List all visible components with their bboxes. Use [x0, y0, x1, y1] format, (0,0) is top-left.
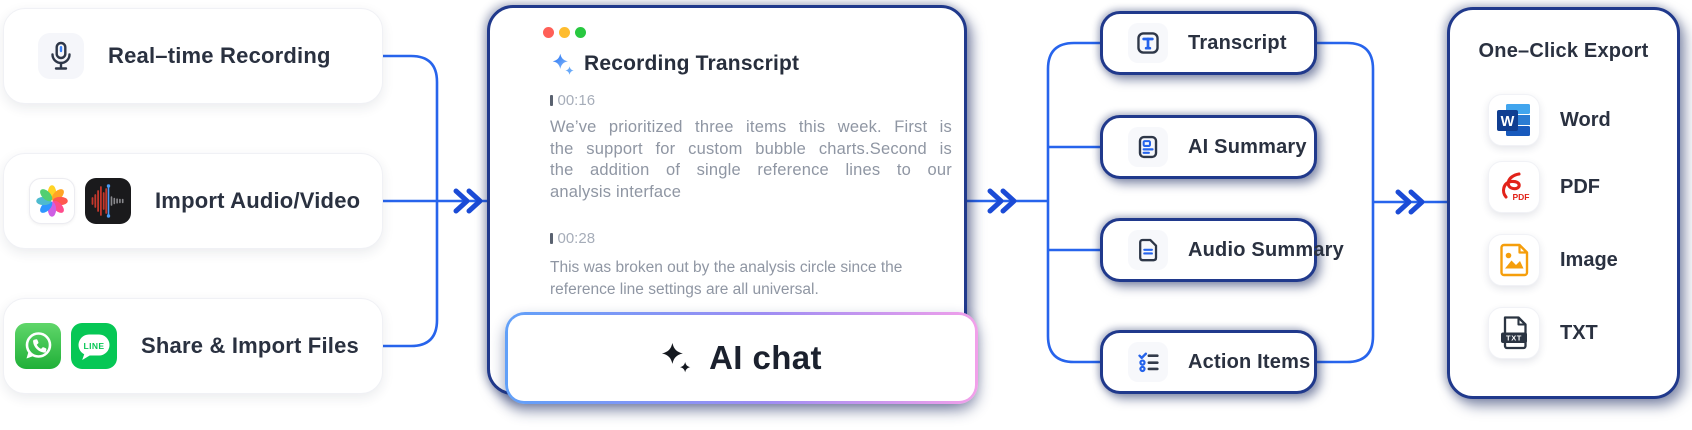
export-card: One–Click Export W Word PDF PDF	[1447, 7, 1680, 399]
word-icon-tile: W	[1488, 94, 1540, 146]
transcript-icon	[1137, 32, 1159, 54]
timestamp-tick-icon	[550, 233, 553, 244]
ai-summary-icon-tile	[1128, 127, 1168, 167]
svg-text:TXT: TXT	[1506, 334, 1522, 343]
transcript-line: We’ve prioritized three items this week.…	[550, 118, 952, 136]
microphone-icon	[51, 41, 71, 70]
timestamp: 00:28	[550, 230, 595, 247]
transcript-line: the addition of single reference lines t…	[550, 161, 952, 179]
timestamp-tick-icon	[550, 95, 553, 106]
source-label: Real–time Recording	[108, 43, 331, 68]
source-label: Share & Import Files	[141, 333, 359, 358]
export-label: Word	[1560, 108, 1611, 131]
txt-icon-tile: TXT	[1488, 307, 1540, 359]
action-items-icon-tile	[1128, 342, 1168, 382]
double-chevron-arrow-icons	[453, 188, 1425, 215]
output-card-action-items: Action Items	[1100, 330, 1317, 394]
source-label: Import Audio/Video	[155, 188, 361, 213]
export-item-txt: TXT TXT	[1488, 307, 1598, 359]
export-label: PDF	[1560, 175, 1600, 198]
action-items-icon	[1138, 352, 1159, 373]
export-card-title: One–Click Export	[1478, 40, 1649, 62]
transcript-icon-tile	[1128, 23, 1168, 63]
output-label: Transcript	[1188, 31, 1287, 54]
zoom-dot-icon	[575, 27, 586, 38]
svg-text:W: W	[1501, 114, 1515, 130]
image-icon-tile	[1488, 234, 1540, 286]
pdf-icon: PDF	[1501, 172, 1530, 202]
pdf-icon-tile: PDF	[1488, 161, 1540, 213]
transcript-line: reference line settings are all universa…	[550, 281, 819, 298]
svg-text:PDF: PDF	[1513, 192, 1530, 202]
transcript-line: the support for custom bubble charts.Sec…	[550, 139, 952, 158]
svg-text:LINE: LINE	[84, 341, 105, 351]
whatsapp-icon	[15, 323, 61, 369]
export-item-word: W Word	[1488, 94, 1611, 146]
timestamp: 00:16	[550, 92, 595, 109]
microphone-icon-tile	[38, 33, 84, 79]
output-label: Action Items	[1188, 350, 1311, 373]
output-card-audio-summary: Audio Summary	[1100, 218, 1344, 282]
audio-summary-icon	[1139, 238, 1158, 262]
source-card-share-import-files: LINE Share & Import Files	[3, 298, 383, 394]
ai-sparkle-icon	[662, 342, 691, 373]
output-label: Audio Summary	[1188, 238, 1344, 261]
sparkle-icon	[552, 53, 574, 75]
voice-memo-icon	[85, 178, 131, 224]
transcript-line: analysis interface	[550, 182, 682, 201]
export-label: TXT	[1560, 321, 1598, 344]
output-label: AI Summary	[1188, 135, 1307, 158]
export-item-image: Image	[1488, 234, 1618, 286]
transcript-title-row: Recording Transcript	[552, 52, 799, 76]
ai-chat-button-surface: AI chat	[508, 315, 975, 401]
transcript-title: Recording Transcript	[584, 52, 800, 75]
image-icon	[1500, 243, 1529, 277]
transcript-paragraph: We’ve prioritized three items this week.…	[550, 117, 952, 203]
ai-summary-icon	[1138, 135, 1158, 159]
audio-summary-icon-tile	[1128, 230, 1168, 270]
word-icon: W	[1497, 104, 1530, 136]
photos-app-icon	[29, 178, 75, 224]
output-card-ai-summary: AI Summary	[1100, 115, 1317, 179]
ai-chat-label: AI chat	[709, 339, 822, 376]
source-card-import-audio-video: Import Audio/Video	[3, 153, 383, 249]
txt-icon: TXT	[1501, 316, 1527, 350]
close-dot-icon	[543, 27, 554, 38]
transcript-line: This was broken out by the analysis circ…	[550, 259, 903, 276]
window-controls	[543, 27, 586, 38]
line-app-icon: LINE	[71, 323, 117, 369]
transcript-paragraph: This was broken out by the analysis circ…	[550, 257, 962, 301]
minimize-dot-icon	[559, 27, 570, 38]
ai-chat-button[interactable]: AI chat	[505, 312, 978, 404]
output-card-transcript: Transcript	[1100, 11, 1317, 75]
export-item-pdf: PDF PDF	[1488, 161, 1600, 213]
export-label: Image	[1560, 248, 1618, 271]
source-card-realtime-recording: Real–time Recording	[3, 8, 383, 104]
